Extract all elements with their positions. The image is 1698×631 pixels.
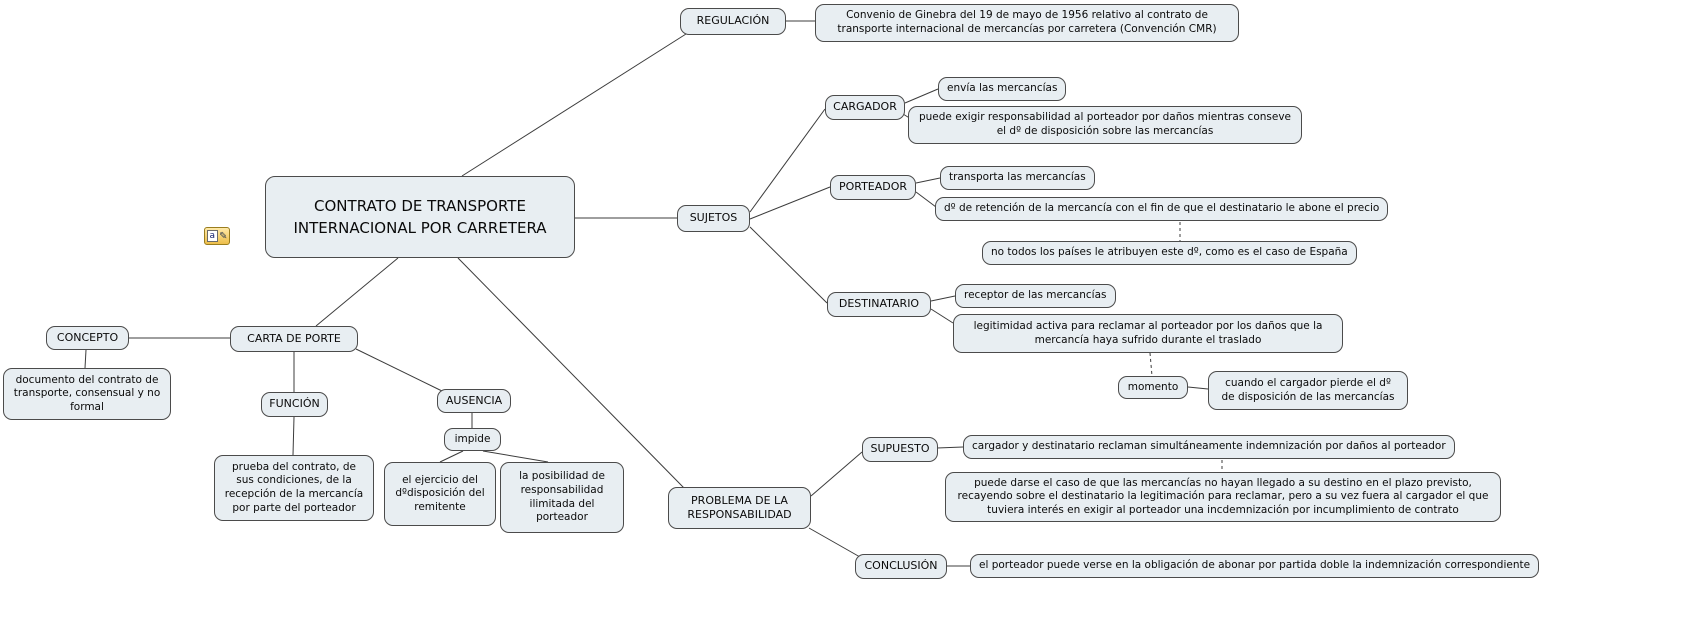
node-concepto-detail[interactable]: documento del contrato de transporte, co… xyxy=(3,368,171,420)
pencil-icon: ✎ xyxy=(219,230,228,242)
edge-problema-conclusion xyxy=(808,527,861,558)
node-supuesto-detail[interactable]: cargador y destinatario reclaman simultá… xyxy=(963,435,1455,459)
node-impide[interactable]: impide xyxy=(444,428,501,451)
node-supuesto[interactable]: SUPUESTO xyxy=(862,437,938,462)
node-porteador-paises[interactable]: no todos los países le atribuyen este dº… xyxy=(982,241,1357,265)
node-impide-ejercicio[interactable]: el ejercicio del dºdisposición del remit… xyxy=(384,462,496,526)
edge-destinatario-receptor xyxy=(930,295,956,302)
edge-legitimidad-momento-dashed xyxy=(1149,352,1153,377)
node-concepto[interactable]: CONCEPTO xyxy=(46,326,129,350)
node-cargador-responsabilidad[interactable]: puede exigir responsabilidad al porteado… xyxy=(908,106,1302,144)
node-momento-detail[interactable]: cuando el cargador pierde el dº de dispo… xyxy=(1208,371,1408,410)
edge-supuesto-detail xyxy=(936,446,964,449)
edge-central-regulacion xyxy=(461,33,687,177)
node-destinatario-legitimidad[interactable]: legitimidad activa para reclamar al port… xyxy=(953,314,1343,353)
node-cargador-envia[interactable]: envía las mercancías xyxy=(938,77,1067,101)
edge-porteador-transporta xyxy=(915,177,941,184)
node-destinatario-receptor[interactable]: receptor de las mercancías xyxy=(955,284,1116,308)
node-sujetos[interactable]: SUJETOS xyxy=(677,205,750,232)
node-carta-de-porte[interactable]: CARTA DE PORTE xyxy=(230,326,358,352)
node-impide-posibilidad[interactable]: la posibilidad de responsabilidad ilimit… xyxy=(500,462,624,533)
node-regulacion[interactable]: REGULACIÓN xyxy=(680,8,786,35)
edge-cargador-envia xyxy=(904,88,939,104)
node-problema-responsabilidad[interactable]: PROBLEMA DE LA RESPONSABILIDAD xyxy=(668,487,811,529)
node-porteador[interactable]: PORTEADOR xyxy=(830,175,916,200)
edge-concepto-detail xyxy=(84,349,87,369)
edge-sujetos-destinatario xyxy=(749,226,828,304)
edge-funcion-detail xyxy=(292,416,295,456)
node-supuesto-caso[interactable]: puede darse el caso de que las mercancía… xyxy=(945,472,1501,522)
node-ausencia[interactable]: AUSENCIA xyxy=(437,389,511,413)
node-porteador-transporta[interactable]: transporta las mercancías xyxy=(940,166,1095,190)
edge-impide-ejercicio xyxy=(439,450,464,463)
edge-carta-ausencia xyxy=(355,348,443,392)
edge-impide-posibilidad xyxy=(482,450,549,463)
edge-destinatario-legitimidad xyxy=(930,308,954,324)
edge-problema-supuesto xyxy=(810,451,863,497)
node-funcion-detail[interactable]: prueba del contrato, de sus condiciones,… xyxy=(214,455,374,521)
edge-central-problema xyxy=(457,257,685,489)
node-conclusion[interactable]: CONCLUSIÓN xyxy=(855,554,947,579)
node-momento[interactable]: momento xyxy=(1118,376,1188,399)
edge-sujetos-porteador xyxy=(749,186,831,220)
node-regulacion-detail[interactable]: Convenio de Ginebra del 19 de mayo de 19… xyxy=(815,4,1239,42)
node-central-topic[interactable]: CONTRATO DE TRANSPORTE INTERNACIONAL POR… xyxy=(265,176,575,258)
edge-sujetos-cargador xyxy=(749,108,826,213)
node-conclusion-detail[interactable]: el porteador puede verse en la obligació… xyxy=(970,554,1540,578)
annotation-icon[interactable]: a ✎ xyxy=(204,227,230,245)
edge-porteador-retencion xyxy=(915,191,937,208)
node-funcion[interactable]: FUNCIÓN xyxy=(261,392,328,417)
edge-central-carta xyxy=(315,257,399,327)
edge-momento-detail xyxy=(1187,386,1209,390)
node-porteador-retencion[interactable]: dº de retención de la mercancía con el f… xyxy=(935,197,1389,221)
node-cargador[interactable]: CARGADOR xyxy=(825,95,905,120)
node-destinatario[interactable]: DESTINATARIO xyxy=(827,292,931,317)
annotation-letter-icon: a xyxy=(206,230,219,242)
